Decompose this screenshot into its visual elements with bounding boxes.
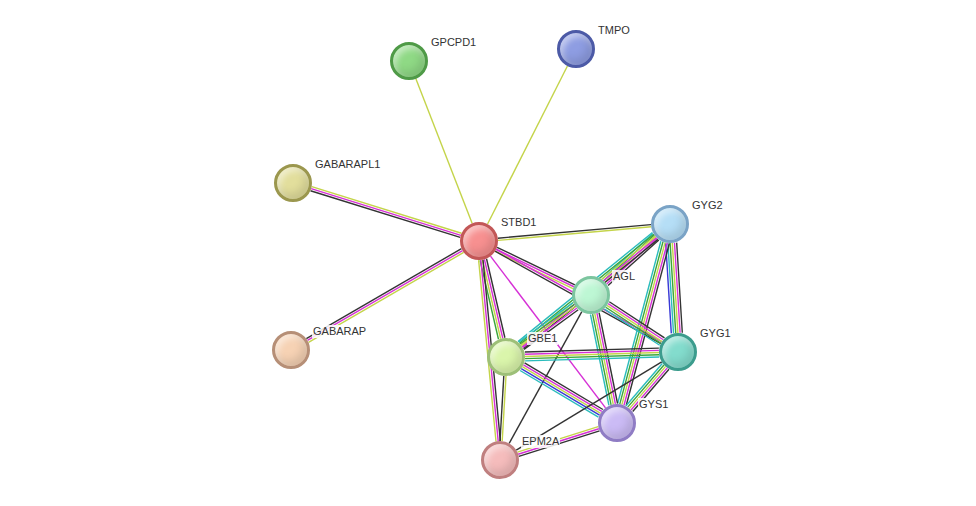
protein-node: AGL bbox=[572, 276, 610, 314]
edge-evidence-line bbox=[500, 376, 504, 441]
interaction-edge bbox=[416, 79, 472, 224]
edge-evidence-line bbox=[311, 189, 461, 236]
node-label: EPM2A bbox=[521, 435, 560, 448]
edge-evidence-line bbox=[309, 252, 464, 342]
interaction-edge bbox=[500, 376, 506, 441]
protein-node: GYG1 bbox=[659, 333, 697, 371]
interaction-edge bbox=[517, 427, 599, 457]
edge-evidence-line bbox=[519, 431, 600, 457]
node-label: GABARAP bbox=[312, 325, 367, 338]
edge-evidence-line bbox=[525, 357, 659, 361]
edge-evidence-line bbox=[523, 308, 577, 348]
edge-evidence-line bbox=[525, 363, 603, 410]
edge-evidence-line bbox=[519, 234, 653, 343]
edge-evidence-line bbox=[521, 369, 599, 416]
edge-evidence-line bbox=[521, 306, 575, 346]
edge-evidence-line bbox=[307, 251, 462, 341]
protein-node: GYS1 bbox=[598, 404, 636, 442]
protein-node: STBD1 bbox=[460, 222, 498, 260]
interaction-edge bbox=[604, 302, 664, 346]
node-label: GYG2 bbox=[691, 199, 724, 212]
node-label: GBE1 bbox=[527, 332, 558, 345]
interaction-edge bbox=[495, 247, 575, 288]
edge-evidence-line bbox=[310, 191, 460, 238]
node-label: GYG1 bbox=[699, 327, 732, 340]
edge-evidence-line bbox=[518, 429, 599, 455]
protein-node: EPM2A bbox=[481, 441, 519, 479]
interaction-edge bbox=[520, 363, 603, 417]
interaction-edge bbox=[525, 348, 659, 361]
edge-evidence-line bbox=[666, 243, 672, 333]
protein-node: TMPO bbox=[557, 30, 595, 68]
edge-evidence-line bbox=[416, 79, 472, 224]
protein-node: GPCPD1 bbox=[390, 42, 428, 80]
edge-evidence-line bbox=[524, 310, 578, 350]
interaction-edge bbox=[666, 243, 683, 334]
protein-node: GYG2 bbox=[651, 205, 689, 243]
edge-evidence-line bbox=[609, 302, 664, 338]
edge-evidence-line bbox=[488, 66, 568, 224]
edge-evidence-line bbox=[523, 365, 601, 412]
node-label: AGL bbox=[612, 270, 636, 283]
protein-node: GABARAP bbox=[272, 331, 310, 369]
edge-evidence-line bbox=[524, 239, 658, 348]
edge-evidence-line bbox=[496, 249, 574, 286]
edge-evidence-line bbox=[604, 309, 659, 345]
edge-evidence-line bbox=[606, 307, 661, 343]
edge-evidence-line bbox=[312, 187, 462, 234]
interaction-edge bbox=[306, 249, 463, 343]
protein-node: GBE1 bbox=[487, 338, 525, 376]
edge-evidence-line bbox=[590, 314, 608, 405]
edge-evidence-line bbox=[517, 427, 598, 453]
interaction-edge bbox=[519, 303, 578, 350]
edge-evidence-line bbox=[306, 249, 461, 339]
edge-evidence-line bbox=[607, 305, 662, 341]
protein-node: GABARAPL1 bbox=[274, 164, 312, 202]
edge-evidence-line bbox=[608, 304, 663, 340]
node-label: STBD1 bbox=[500, 216, 537, 229]
interaction-edge bbox=[310, 187, 461, 238]
node-label: GABARAPL1 bbox=[314, 158, 381, 171]
node-label: GPCPD1 bbox=[430, 36, 477, 49]
interaction-edge bbox=[488, 66, 568, 224]
node-label: TMPO bbox=[597, 24, 631, 37]
node-label: GYS1 bbox=[638, 398, 669, 411]
edge-evidence-line bbox=[520, 304, 574, 344]
edge-evidence-line bbox=[520, 370, 598, 417]
